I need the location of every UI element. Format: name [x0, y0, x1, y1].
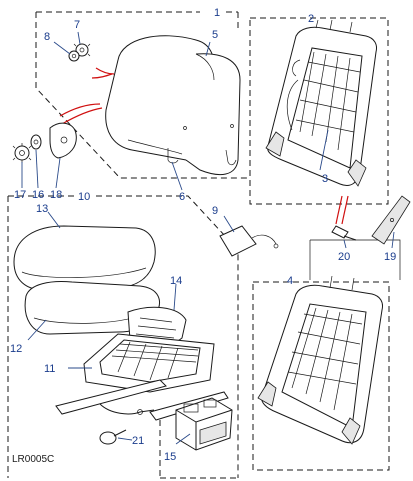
group-boundary-10 [7, 195, 239, 479]
callout-7: 7 [74, 19, 80, 31]
trim-cover-18 [49, 122, 77, 159]
callout-10: 10 [78, 191, 90, 203]
callout-2: 2 [308, 13, 314, 25]
group-boundary-1 [35, 11, 248, 179]
callout-16: 16 [32, 189, 44, 201]
seat-motor-unit [175, 397, 233, 451]
side-trim-19 [371, 195, 411, 245]
group-boundary-4 [252, 281, 390, 471]
callout-12: 12 [10, 343, 22, 355]
callout-6: 6 [179, 191, 185, 203]
leader-lines [21, 31, 395, 445]
backrest-cover [105, 35, 241, 176]
bolt-20 [331, 225, 357, 241]
recline-knob [73, 43, 91, 57]
callout-4: 4 [287, 275, 293, 287]
wiring-harness [219, 225, 279, 257]
callout-20: 20 [338, 251, 350, 263]
knob-washer [68, 50, 80, 62]
callout-14: 14 [170, 275, 182, 287]
recline-handle-17 [12, 143, 32, 163]
callout-19: 19 [384, 251, 396, 263]
diagram-reference: LR0005C [12, 454, 54, 465]
callout-15: 15 [164, 451, 176, 463]
switch-knob [99, 429, 127, 445]
backrest-inner-frame [257, 275, 383, 445]
callout-3: 3 [322, 173, 328, 185]
callout-5: 5 [212, 29, 218, 41]
callout-1: 1 [214, 7, 220, 19]
backrest-frame [265, 19, 377, 187]
callouts: 1 2 3 4 5 6 7 8 9 10 11 12 13 14 15 16 1… [10, 7, 396, 463]
fitting-arrow-frame-2 [341, 195, 349, 225]
callout-13: 13 [36, 203, 48, 215]
spacer-16 [30, 134, 42, 150]
group-boundary-19-20 [309, 239, 401, 280]
callout-9: 9 [212, 205, 218, 217]
callout-11: 11 [44, 363, 55, 375]
callout-17: 17 [14, 189, 26, 201]
group-boundary-2 [249, 17, 389, 205]
fitting-arrows-backrest [59, 67, 115, 125]
callout-18: 18 [50, 189, 62, 201]
seat-cushion-top [13, 225, 156, 291]
fitting-arrow-frame [335, 195, 343, 225]
callout-8: 8 [44, 31, 50, 43]
callout-21: 21 [132, 435, 144, 447]
